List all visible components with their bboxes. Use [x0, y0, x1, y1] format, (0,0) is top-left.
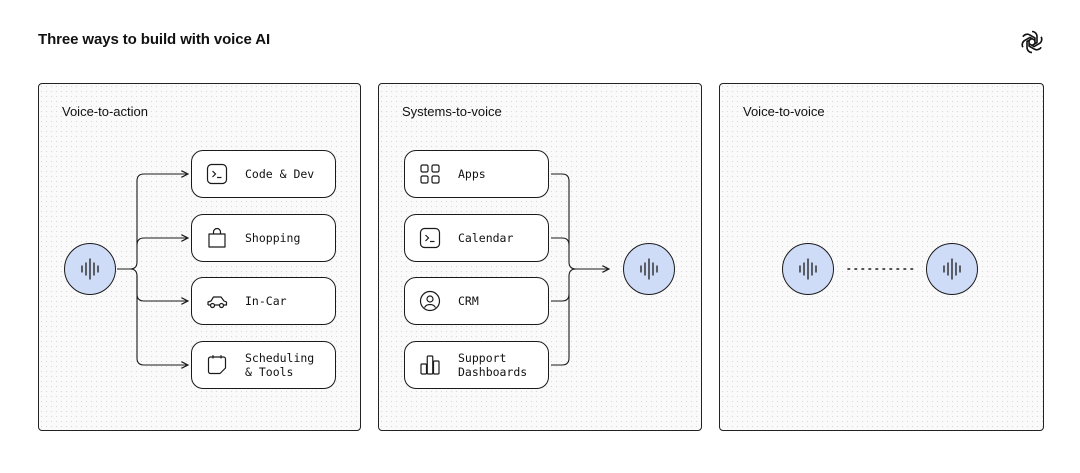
source-crm: CRM: [404, 277, 549, 325]
waveform-icon: [799, 258, 817, 280]
option-in-car: In-Car: [191, 277, 336, 325]
waveform-icon: [640, 258, 658, 280]
voice-node: [64, 243, 116, 295]
terminal-icon: [206, 163, 228, 185]
panel-title: Voice-to-action: [62, 104, 148, 119]
option-label: Shopping: [245, 231, 301, 245]
panel-title: Systems-to-voice: [402, 104, 502, 119]
openai-logo-icon: [1019, 30, 1045, 54]
source-label: Support Dashboards: [458, 351, 528, 379]
option-label: Scheduling & Tools: [245, 351, 315, 379]
calendar-note-icon: [207, 355, 227, 375]
shopping-bag-icon: [208, 227, 226, 248]
source-apps: Apps: [404, 150, 549, 198]
option-code-dev: Code & Dev: [191, 150, 336, 198]
apps-grid-icon: [420, 164, 440, 184]
source-label: Calendar: [458, 231, 514, 245]
car-icon: [207, 296, 228, 309]
terminal-icon: [419, 227, 441, 249]
source-label: Apps: [458, 167, 486, 181]
waveform-icon: [81, 258, 99, 280]
panel-voice-to-voice: Voice-to-voice: [719, 83, 1044, 431]
panel-title: Voice-to-voice: [743, 104, 825, 119]
voice-node: [782, 243, 834, 295]
bar-chart-icon: [420, 355, 440, 375]
voice-node: [623, 243, 675, 295]
source-calendar: Calendar: [404, 214, 549, 262]
option-scheduling-tools: Scheduling & Tools: [191, 341, 336, 389]
option-label: Code & Dev: [245, 167, 315, 181]
user-circle-icon: [419, 290, 441, 312]
voice-node: [926, 243, 978, 295]
source-label: CRM: [458, 294, 479, 308]
waveform-icon: [943, 258, 961, 280]
option-label: In-Car: [245, 294, 287, 308]
option-shopping: Shopping: [191, 214, 336, 262]
page-title: Three ways to build with voice AI: [38, 31, 271, 48]
source-support-dashboards: Support Dashboards: [404, 341, 549, 389]
